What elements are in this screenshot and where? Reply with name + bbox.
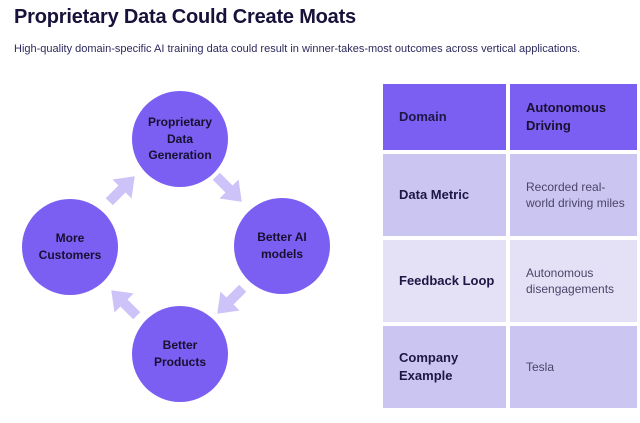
table-header-autonomous-driving: Autonomous Driving xyxy=(510,84,637,150)
table-value-data-metric: Recorded real-world driving miles xyxy=(510,154,637,236)
table-label-company-example: Company Example xyxy=(383,326,506,408)
flywheel-node-better-products: Better Products xyxy=(132,306,228,402)
header: Proprietary Data Could Create Moats High… xyxy=(14,6,634,55)
table-value-feedback-loop: Autonomous disengagements xyxy=(510,240,637,322)
flywheel-diagram: Proprietary Data Generation Better AI mo… xyxy=(15,85,350,415)
flow-arrow-right-to-bottom-icon xyxy=(206,277,254,325)
domain-example-table: Domain Autonomous Driving Data Metric Re… xyxy=(383,84,637,408)
flywheel-node-better-ai-models: Better AI models xyxy=(234,198,330,294)
page-subtitle: High-quality domain-specific AI training… xyxy=(14,43,581,55)
table-value-company-example: Tesla xyxy=(510,326,637,408)
flow-arrow-left-to-top-icon xyxy=(98,165,146,213)
table-label-feedback-loop: Feedback Loop xyxy=(383,240,506,322)
table-label-data-metric: Data Metric xyxy=(383,154,506,236)
flow-arrow-top-to-right-icon xyxy=(205,165,253,213)
flow-arrow-bottom-to-left-icon xyxy=(100,279,148,327)
table-header-domain: Domain xyxy=(383,84,506,150)
flywheel-node-proprietary-data: Proprietary Data Generation xyxy=(132,91,228,187)
page-title: Proprietary Data Could Create Moats xyxy=(14,6,356,28)
flywheel-node-more-customers: More Customers xyxy=(22,199,118,295)
